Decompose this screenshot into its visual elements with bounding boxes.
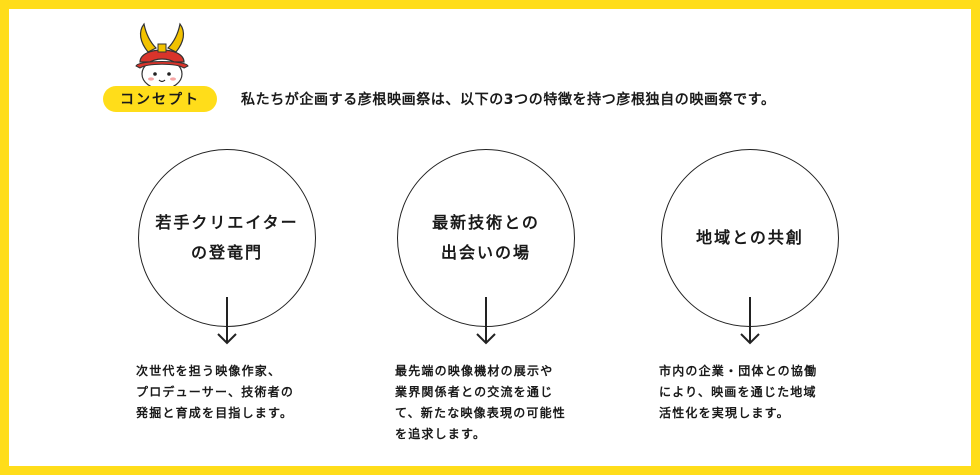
feature-title: 若手クリエイター の登竜門 <box>155 213 299 262</box>
feature-description: 市内の企業・団体との協働 により、映画を通じた地域 活性化を実現します。 <box>659 364 818 420</box>
concept-intro: 私たちが企画する彦根映画祭は、以下の3つの特徴を持つ彦根独自の映画祭です。 <box>241 92 776 108</box>
arrow-down-icon <box>476 297 496 345</box>
feature-description: 最先端の映像機材の展示や 業界関係者との交流を通じ て、新たな映像表現の可能性 … <box>395 364 567 441</box>
arrow-down-icon <box>217 297 237 345</box>
concept-tag: コンセプト <box>103 86 217 112</box>
feature-title: 地域との共創 <box>696 228 804 247</box>
feature-description: 次世代を担う映像作家、 プロデューサー、技術者の 発掘と育成を目指します。 <box>136 364 295 420</box>
feature-card: 最新技術との 出会いの場 最先端の映像機材の展示や 業界関係者との交流を通じ て… <box>395 149 575 441</box>
feature-title: 最新技術との 出会いの場 <box>432 213 540 262</box>
feature-card: 地域との共創 市内の企業・団体との協働 により、映画を通じた地域 活性化を実現し… <box>659 149 839 420</box>
arrow-down-icon <box>740 297 760 345</box>
feature-card: 若手クリエイター の登竜門 次世代を担う映像作家、 プロデューサー、技術者の 発… <box>136 149 316 420</box>
samurai-cat-mascot-icon <box>135 22 189 90</box>
